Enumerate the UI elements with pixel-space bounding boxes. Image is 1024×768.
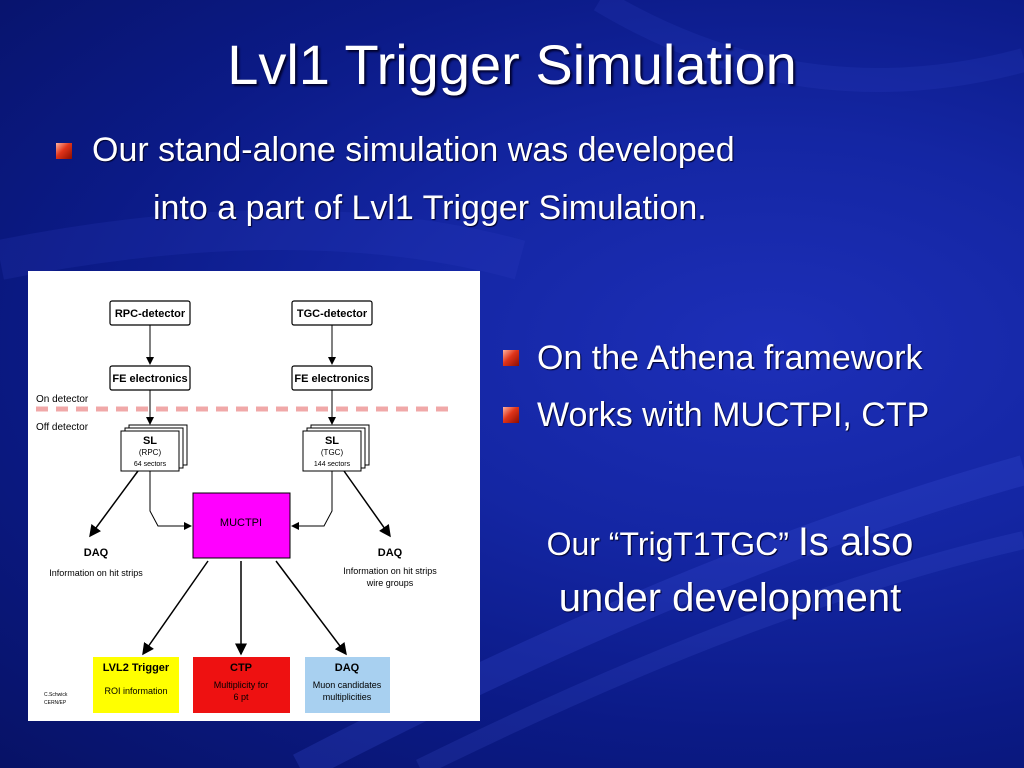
bullet-square-icon (56, 143, 72, 159)
lvl2-trigger-info: ROI information (104, 686, 167, 696)
daq-bottom-info-2: multiplicities (323, 692, 372, 702)
ctp-box (193, 657, 290, 713)
trigger-diagram: RPC-detector TGC-detector FE electronics… (28, 271, 480, 721)
ctp-title: CTP (230, 662, 252, 674)
sl-rpc-title: SL (143, 435, 157, 447)
daq-right-info-1: Information on hit strips (343, 566, 437, 576)
note-line-1: Our “TrigT1TGC” Is also (480, 515, 980, 571)
on-detector-label: On detector (36, 394, 89, 405)
daq-left-label: DAQ (84, 547, 109, 559)
credit-line-2: CERN/EP (44, 700, 67, 706)
sl-rpc-box (120, 430, 180, 472)
muctpi-label: MUCTPI (220, 517, 262, 529)
lvl2-trigger-box (93, 657, 179, 713)
credit-line-1: C.Schwick (44, 692, 68, 698)
tgc-detector-label: TGC-detector (297, 308, 368, 320)
fe-electronics-right-label: FE electronics (294, 373, 369, 385)
daq-right-label: DAQ (378, 547, 403, 559)
muctpi-box (192, 492, 291, 559)
sl-tgc-sectors: 144 sectors (314, 461, 351, 468)
note-line-2: under development (558, 576, 902, 620)
lvl2-trigger-title: LVL2 Trigger (103, 662, 170, 674)
daq-left-info: Information on hit strips (49, 568, 143, 578)
sl-rpc-sectors: 64 sectors (134, 461, 167, 468)
sl-tgc-title: SL (325, 435, 339, 447)
rpc-detector-label: RPC-detector (115, 308, 186, 320)
daq-bottom-box (305, 657, 390, 713)
daq-right-info-2: wire groups (366, 578, 414, 588)
note-part-1: Our “TrigT1TGC” (546, 526, 789, 562)
slide-title: Lvl1 Trigger Simulation (227, 33, 797, 96)
sl-rpc-sub: (RPC) (139, 448, 162, 457)
note-part-2: Is also (797, 520, 914, 564)
ctp-info-2: 6 pt (233, 692, 249, 702)
bullet-square-icon (503, 350, 519, 366)
ctp-info-1: Multiplicity for (214, 680, 269, 690)
daq-bottom-info-1: Muon candidates (313, 680, 382, 690)
bullet-1-line-1: Our stand-alone simulation was developed (92, 131, 735, 169)
off-detector-label: Off detector (36, 422, 89, 433)
bullet-2: On the Athena framework (537, 339, 923, 377)
development-note: Our “TrigT1TGC” Is also under developmen… (480, 515, 980, 625)
daq-bottom-title: DAQ (335, 662, 360, 674)
sl-tgc-sub: (TGC) (321, 448, 344, 457)
bullet-3: Works with MUCTPI, CTP (537, 396, 930, 434)
fe-electronics-left-label: FE electronics (112, 373, 187, 385)
bullet-square-icon (503, 407, 519, 423)
bullet-1-line-2: into a part of Lvl1 Trigger Simulation. (153, 189, 707, 227)
